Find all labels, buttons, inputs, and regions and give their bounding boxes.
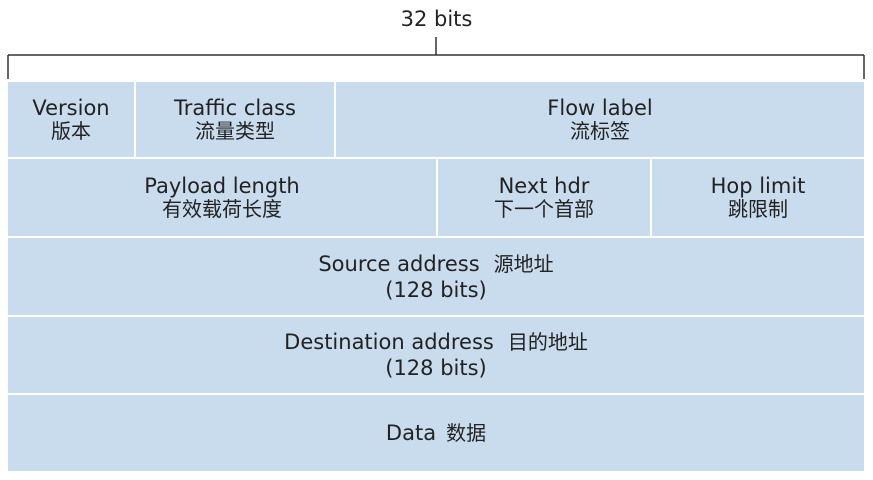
hop-limit-label-zh: 跳限制 [728,197,788,221]
next-hdr-field: Next hdr 下一个首部 [438,159,650,236]
source-address-label: Source address [318,251,480,276]
version-field: Version 版本 [8,82,134,157]
version-label: Version [32,96,110,120]
traffic-class-label: Traffic class [174,96,296,120]
payload-length-field: Payload length 有效载荷长度 [8,159,436,236]
hop-limit-field: Hop limit 跳限制 [652,159,864,236]
source-address-size: (128 bits) [385,277,487,302]
flow-label-field: Flow label 流标签 [336,82,864,157]
destination-address-label: Destination address [284,330,494,354]
source-address-field: Source address 源地址 (128 bits) [8,238,864,315]
source-address-label-zh: 源地址 [493,251,554,276]
version-label-zh: 版本 [51,119,91,143]
data-label: Data [385,421,437,445]
payload-length-label: Payload length [144,174,300,198]
payload-length-label-zh: 有效载荷长度 [162,197,282,221]
hop-limit-label: Hop limit [710,174,806,198]
next-hdr-label: Next hdr [498,174,590,198]
next-hdr-label-zh: 下一个首部 [494,197,594,221]
word-width-label: 32 bits [400,7,473,31]
destination-address-field: Destination address 目的地址 (128 bits) [8,317,864,393]
flow-label-label-zh: 流标签 [570,119,630,143]
data-label-zh: 数据 [446,421,487,445]
destination-address-label-zh: 目的地址 [507,330,588,354]
traffic-class-field: Traffic class 流量类型 [136,82,334,157]
data-field: Data 数据 [8,395,864,471]
word-width-bracket [7,37,865,79]
flow-label-label: Flow label [547,96,653,120]
traffic-class-label-zh: 流量类型 [195,119,275,143]
destination-address-size: (128 bits) [385,356,487,380]
